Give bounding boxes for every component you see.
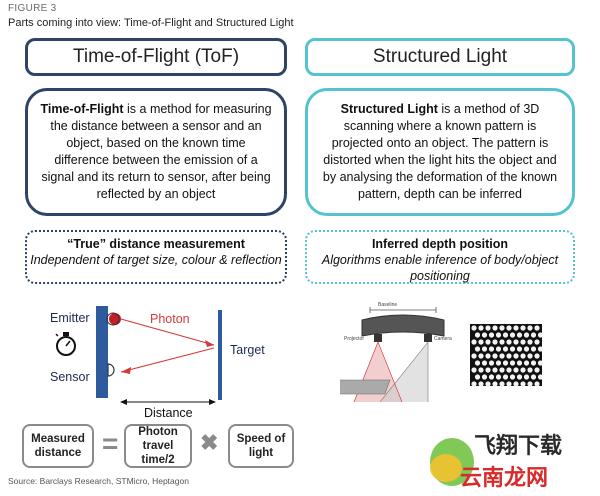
watermark-text-2: 云南龙网 — [460, 466, 549, 491]
sl-property-title: Inferred depth position — [371, 237, 509, 251]
measured-distance-text: Measured distance — [31, 433, 85, 459]
distance-label: Distance — [144, 406, 193, 420]
sl-property-box: Inferred depth position Algorithms enabl… — [305, 230, 575, 284]
tof-device-bar — [96, 306, 108, 398]
photon-ray-out — [120, 318, 215, 346]
times-sign: ✖ — [200, 430, 219, 455]
tof-header-text: Time-of-Flight (ToF) — [72, 46, 240, 67]
sensor-label: Sensor — [50, 370, 90, 384]
stopwatch-icon — [55, 332, 76, 356]
tof-property-title: “True” distance measurement — [67, 237, 245, 251]
photon-time-box: Photon travel time/2 — [124, 424, 192, 468]
sl-diagram — [340, 307, 544, 403]
sl-header: Structured Light — [305, 38, 575, 76]
emitter-label: Emitter — [50, 311, 90, 325]
speed-of-light-text: Speed of light — [236, 433, 286, 459]
sl-desc-bold: Structured Light — [340, 102, 438, 116]
speed-of-light-box: Speed of light — [228, 424, 294, 468]
tof-desc-bold: Time-of-Flight — [40, 102, 124, 116]
baseline-label: Baseline — [378, 302, 398, 308]
watermark-leaf-icon — [430, 438, 474, 486]
target-label: Target — [230, 343, 265, 357]
camera-label: Camera — [434, 336, 452, 342]
equals-sign: = — [102, 428, 119, 459]
watermark-logo: 飞翔下载 云南龙网 — [420, 420, 600, 496]
photon-arrow-back — [121, 367, 131, 374]
sl-header-text: Structured Light — [372, 46, 508, 67]
sl-description: Structured Light is a method of 3D scann… — [305, 88, 575, 216]
figure-source: Source: Barclays Research, STMicro, Hept… — [8, 476, 189, 486]
target-bar — [218, 310, 222, 400]
scanned-object — [340, 379, 391, 395]
photon-ray-back — [120, 347, 215, 373]
tof-desc-rest: is a method for measuring the distance b… — [41, 102, 272, 201]
watermark-text-1: 飞翔下载 — [474, 434, 563, 459]
photon-time-text: Photon travel time/2 — [138, 426, 178, 466]
photon-label: Photon — [150, 312, 190, 326]
dot-pattern — [470, 324, 544, 387]
sl-property-sub: Algorithms enable inference of body/obje… — [321, 253, 559, 283]
sl-device — [361, 314, 445, 337]
figure-title: Parts coming into view: Time-of-Flight a… — [8, 17, 294, 29]
photon-arrow-out — [205, 340, 214, 347]
tof-property-box: “True” distance measurement Independent … — [25, 230, 287, 284]
sl-desc-rest: is a method of 3D scanning where a known… — [322, 102, 558, 201]
tof-diagram — [55, 306, 222, 405]
tof-description: Time-of-Flight is a method for measuring… — [25, 88, 287, 216]
tof-property-sub: Independent of target size, colour & ref… — [30, 253, 282, 267]
projector-label: Projector — [344, 336, 365, 342]
figure-label: FIGURE 3 — [8, 3, 57, 14]
sensor-lens — [107, 363, 115, 377]
tof-header: Time-of-Flight (ToF) — [25, 38, 287, 76]
measured-distance-box: Measured distance — [22, 424, 94, 468]
